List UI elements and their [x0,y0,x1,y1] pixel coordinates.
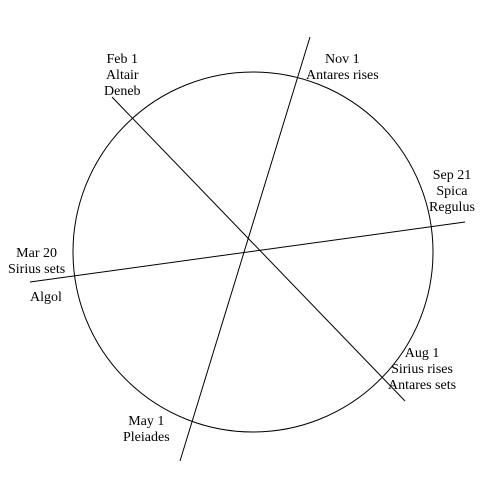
label-mar20-sirius-sets: Sirius sets [8,262,66,277]
label-feb1-altair: Altair [105,68,139,83]
line-mar20-sep21 [29,221,466,283]
label-aug1: Aug 1 Sirius rises Antares sets [388,346,456,394]
label-algol: Algol [30,290,62,306]
label-nov1-date: Nov 1 [325,52,360,67]
label-feb1: Feb 1 Altair Deneb [104,52,141,100]
line-nov1-may1 [179,36,311,462]
label-mar20-date: Mar 20 [16,246,57,261]
label-sep21-regulus: Regulus [429,200,475,215]
label-may1-date: May 1 [128,414,165,429]
label-may1: May 1 Pleiades [123,414,170,446]
horizon-circle [72,71,434,433]
label-feb1-date: Feb 1 [106,52,139,67]
label-nov1-antares-rises: Antares rises [306,68,379,83]
label-mar20: Mar 20 Sirius sets [8,246,65,278]
line-feb1-aug1 [111,96,406,402]
label-algol-text: Algol [30,290,62,305]
label-may1-pleiades: Pleiades [123,430,170,445]
label-aug1-sirius-rises: Sirius rises [391,362,453,377]
label-sep21-date: Sep 21 [432,168,472,183]
label-sep21-spica: Spica [436,184,468,199]
label-aug1-antares-sets: Antares sets [388,378,457,393]
label-nov1: Nov 1 Antares rises [306,52,379,84]
label-feb1-deneb: Deneb [104,84,141,99]
label-aug1-date: Aug 1 [404,346,440,361]
label-sep21: Sep 21 Spica Regulus [429,168,475,216]
